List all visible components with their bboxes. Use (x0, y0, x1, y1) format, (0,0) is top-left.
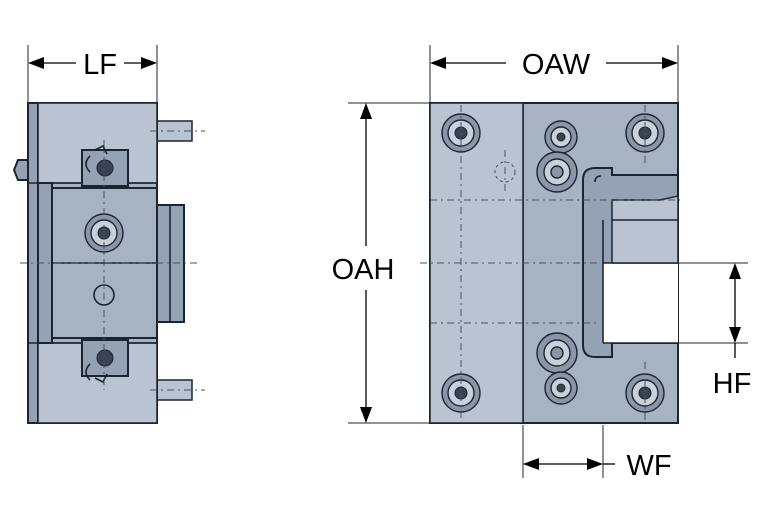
wf-arrow-right (587, 458, 603, 470)
oaw-arrow-right (662, 57, 678, 69)
side-view: LF (12, 45, 205, 424)
hf-arrow-top (729, 263, 741, 279)
lf-arrow-left (28, 57, 44, 69)
wf-label: WF (626, 450, 671, 482)
oaw-label: OAW (522, 49, 591, 81)
oah-arrow-top (360, 103, 372, 119)
clamp-screw-top-icon (536, 120, 578, 193)
oah-label: OAH (332, 254, 395, 286)
clamp-screw-bottom-icon (536, 332, 578, 405)
hf-label: HF (713, 368, 752, 400)
front-view: OAW OAH HF WF (332, 45, 752, 482)
lf-arrow-right (141, 57, 157, 69)
side-screw-bottom-icon (96, 349, 114, 367)
wf-arrow-left (523, 458, 539, 470)
corner-bolt-bottom-right-icon (625, 373, 665, 413)
lf-label: LF (83, 49, 117, 81)
side-screw-top-icon (96, 159, 114, 177)
hf-arrow-bottom (729, 327, 741, 343)
oah-arrow-bottom (360, 407, 372, 423)
front-clamp-wedge (611, 195, 679, 264)
oaw-arrow-left (430, 57, 446, 69)
hf-opening (603, 263, 678, 343)
hidden-hole-icon (494, 161, 516, 183)
corner-bolt-bottom-left-icon (441, 373, 481, 413)
